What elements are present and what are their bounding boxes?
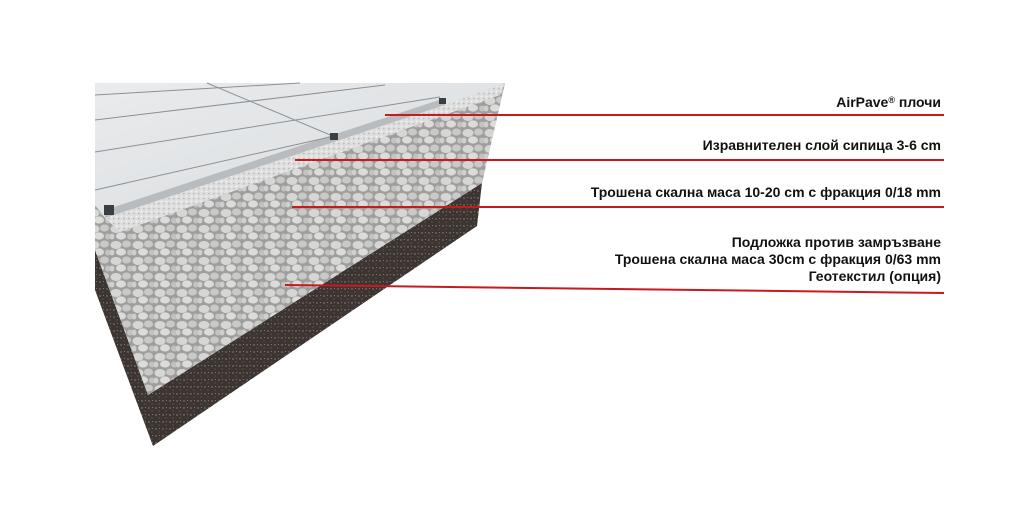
label-frost-base-line-3: Геотекстил (опция): [808, 268, 941, 284]
tile-edge: [105, 98, 445, 218]
tile-spacers: [104, 98, 446, 215]
leader-lines: [284, 114, 945, 294]
label-frost-base-line-2: Трошена скална маса 30cm с фракция 0/63 …: [614, 251, 941, 267]
label-tiles-rest: плочи: [895, 94, 941, 110]
label-frost-base-line-1: Подложка против замръзване: [731, 234, 941, 250]
label-tiles: AirPave® плочи: [836, 94, 941, 111]
label-frost-base: Подложка против замръзване Трошена скалн…: [615, 234, 941, 285]
leader-line-frost-base: [284, 284, 945, 294]
label-leveling: Изравнителен слой сипица 3-6 cm: [702, 137, 941, 153]
registered-mark: ®: [888, 95, 895, 105]
label-crushed-stone: Трошена скална маса 10-20 cm с фракция 0…: [590, 184, 941, 200]
tile-joints: [94, 82, 441, 191]
label-tiles-main: AirPave: [836, 94, 889, 110]
leveling-layer: [105, 83, 505, 232]
soil-layer: [95, 183, 482, 446]
